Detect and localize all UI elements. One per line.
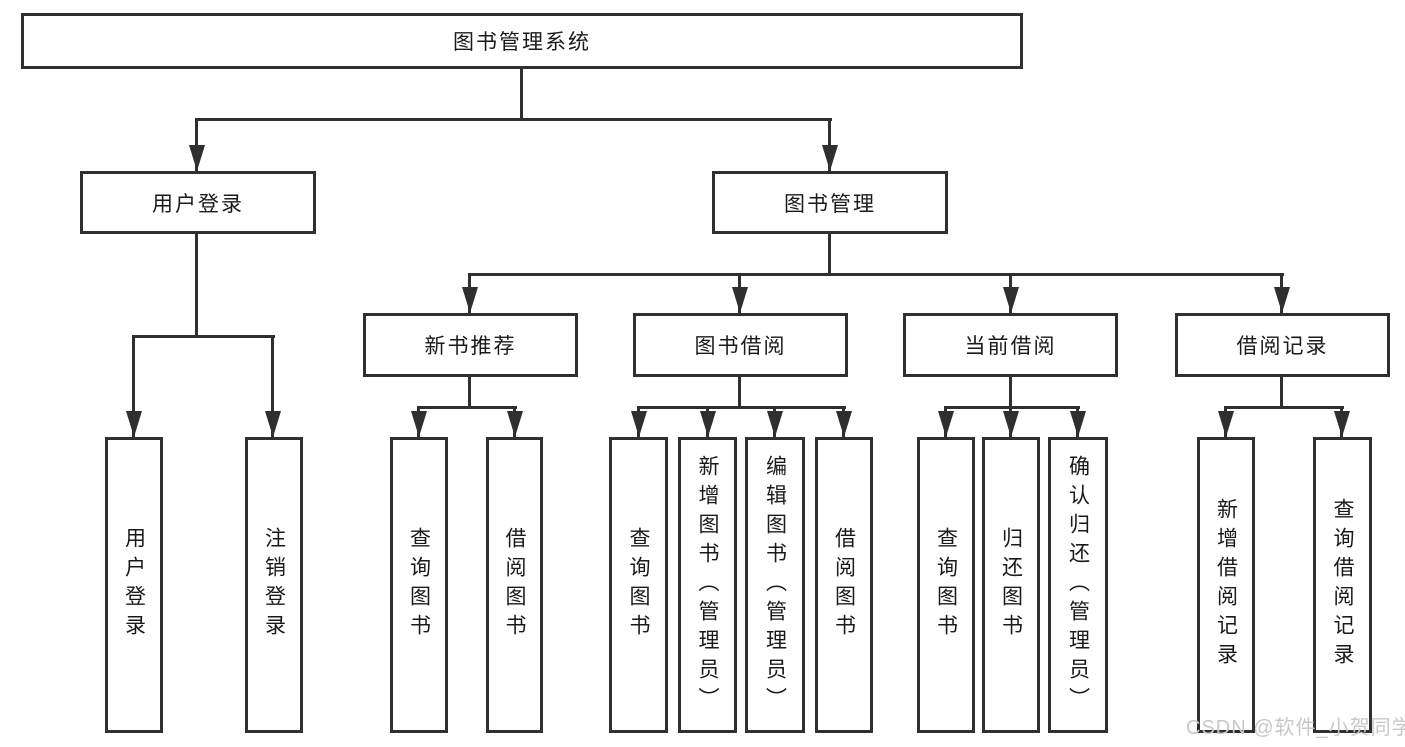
arrow-down-icon xyxy=(462,287,478,313)
arrow-down-icon xyxy=(732,287,748,313)
connector-arrow-line xyxy=(271,335,274,437)
node-new-book-recommend: 新书推荐 xyxy=(363,313,578,377)
arrow-down-icon xyxy=(1070,411,1086,437)
leaf-edit-books-admin-label: 编辑图书（管理员） xyxy=(763,454,787,716)
connector-level3-rail xyxy=(468,273,1284,276)
node-current-borrow-label: 当前借阅 xyxy=(964,335,1057,358)
connector-arrow-line xyxy=(828,118,831,171)
leaf-query-books-2: 查询图书 xyxy=(609,437,668,733)
arrow-down-icon xyxy=(767,411,783,437)
arrow-down-icon xyxy=(1003,287,1019,313)
arrow-down-icon xyxy=(938,411,954,437)
node-current-borrow: 当前借阅 xyxy=(903,313,1118,377)
connector-borrow-record-stub xyxy=(1280,376,1283,409)
leaf-return-books-label: 归还图书 xyxy=(999,527,1023,643)
connector-user-login-stub xyxy=(195,234,198,338)
leaf-confirm-return-admin-label: 确认归还（管理员） xyxy=(1066,454,1090,716)
arrow-down-icon xyxy=(1274,287,1290,313)
leaf-query-borrow-record-label: 查询借阅记录 xyxy=(1331,498,1355,672)
arrow-down-icon xyxy=(1334,411,1350,437)
leaf-add-borrow-record-label: 新增借阅记录 xyxy=(1214,498,1238,672)
leaf-query-books-2-label: 查询图书 xyxy=(627,527,651,643)
node-book-borrow-label: 图书借阅 xyxy=(694,335,787,358)
leaf-add-borrow-record: 新增借阅记录 xyxy=(1197,437,1255,733)
node-book-management: 图书管理 xyxy=(712,171,948,234)
connector-borrow-record-rail xyxy=(1224,406,1344,409)
leaf-return-books: 归还图书 xyxy=(982,437,1040,733)
leaf-borrow-books-1: 借阅图书 xyxy=(486,437,543,733)
leaf-borrow-books-1-label: 借阅图书 xyxy=(503,527,527,643)
csdn-watermark: CSDN @软件_小贺同学 xyxy=(1186,717,1405,739)
connector-book-borrow-stub xyxy=(738,376,741,409)
connector-user-login-rail xyxy=(132,335,275,338)
node-root: 图书管理系统 xyxy=(21,13,1023,69)
arrow-down-icon xyxy=(126,411,142,437)
leaf-edit-books-admin: 编辑图书（管理员） xyxy=(745,437,805,733)
leaf-user-login-label: 用户登录 xyxy=(122,527,146,643)
node-user-login-label: 用户登录 xyxy=(152,192,244,216)
arrow-down-icon xyxy=(631,411,647,437)
arrow-down-icon xyxy=(822,145,838,171)
node-book-management-label: 图书管理 xyxy=(784,192,876,216)
connector-arrow-line xyxy=(132,335,135,437)
node-root-label: 图书管理系统 xyxy=(453,31,591,54)
arrow-down-icon xyxy=(836,411,852,437)
node-user-login: 用户登录 xyxy=(80,171,316,234)
arrow-down-icon xyxy=(411,411,427,437)
node-borrow-record-label: 借阅记录 xyxy=(1236,335,1329,358)
connector-book-mgmt-stub xyxy=(828,234,831,276)
leaf-query-books-3-label: 查询图书 xyxy=(934,527,958,643)
leaf-query-books-3: 查询图书 xyxy=(917,437,975,733)
arrow-down-icon xyxy=(189,145,205,171)
connector-current-borrow-stub xyxy=(1009,376,1012,409)
connector-current-borrow-rail xyxy=(944,406,1080,409)
leaf-logout: 注销登录 xyxy=(245,437,303,733)
arrow-down-icon xyxy=(265,411,281,437)
node-new-book-recommend-label: 新书推荐 xyxy=(424,335,517,358)
leaf-add-books-admin: 新增图书（管理员） xyxy=(678,437,737,733)
arrow-down-icon xyxy=(1218,411,1234,437)
connector-new-book-rail xyxy=(417,406,517,409)
arrow-down-icon xyxy=(507,411,523,437)
leaf-borrow-books-2-label: 借阅图书 xyxy=(832,527,856,643)
connector-arrow-line xyxy=(195,118,198,171)
arrow-down-icon xyxy=(700,411,716,437)
connector-root-stub xyxy=(520,69,523,121)
connector-book-borrow-rail xyxy=(637,406,846,409)
leaf-borrow-books-2: 借阅图书 xyxy=(815,437,873,733)
leaf-query-books-1: 查询图书 xyxy=(390,437,448,733)
connector-new-book-stub xyxy=(468,376,471,409)
arrow-down-icon xyxy=(1003,411,1019,437)
node-book-borrow: 图书借阅 xyxy=(633,313,848,377)
leaf-logout-label: 注销登录 xyxy=(262,527,286,643)
node-borrow-record: 借阅记录 xyxy=(1175,313,1390,377)
leaf-user-login: 用户登录 xyxy=(105,437,163,733)
connector-level2-rail xyxy=(195,118,832,121)
leaf-query-borrow-record: 查询借阅记录 xyxy=(1313,437,1372,733)
leaf-add-books-admin-label: 新增图书（管理员） xyxy=(696,454,720,716)
leaf-confirm-return-admin: 确认归还（管理员） xyxy=(1048,437,1108,733)
leaf-query-books-1-label: 查询图书 xyxy=(407,527,431,643)
